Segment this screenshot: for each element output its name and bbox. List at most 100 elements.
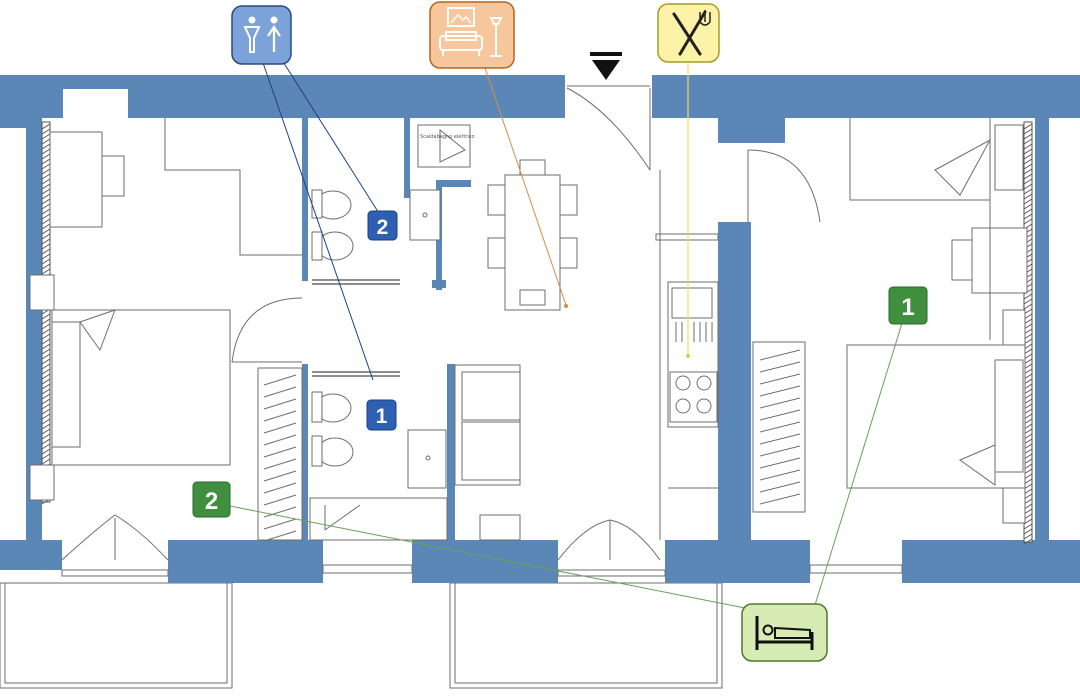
- hatch-line: [1023, 123, 1033, 130]
- hatch-line: [1023, 168, 1033, 175]
- bathroom-1-marker[interactable]: 1: [366, 399, 397, 431]
- hatch-line: [41, 168, 51, 175]
- bathroom-2: Scaldabagno elettrico: [311, 124, 475, 285]
- hatch-line: [263, 458, 297, 470]
- hatch-line: [1023, 173, 1033, 180]
- hatch-line: [1023, 153, 1033, 160]
- hatch-line: [263, 530, 297, 542]
- hatch-line: [41, 238, 51, 245]
- hatch-line: [41, 318, 51, 325]
- restroom-icon[interactable]: [231, 5, 292, 65]
- hatch-line: [1023, 138, 1033, 145]
- hatch-line: [41, 163, 51, 170]
- hatch-line: [41, 213, 51, 220]
- bedroom-1-furniture: [752, 118, 1028, 524]
- hatch-line: [1023, 143, 1033, 150]
- living-dining-furniture: [454, 159, 719, 541]
- hatch-line: [1023, 163, 1033, 170]
- hatch-line: [41, 408, 51, 415]
- bedroom-2-marker[interactable]: 2: [192, 481, 231, 518]
- hatch-line: [41, 398, 51, 405]
- bedroom-icon[interactable]: [741, 603, 828, 662]
- entrance-arrow: [592, 60, 620, 80]
- hatch-line: [1023, 303, 1033, 310]
- doors: [61, 85, 903, 577]
- hatch-line: [1023, 178, 1033, 185]
- hatch-line: [759, 385, 801, 397]
- hatch-line: [41, 198, 51, 205]
- hatch-line: [1023, 133, 1033, 140]
- hatch-line: [263, 422, 297, 434]
- hatch-line: [1023, 298, 1033, 305]
- hatch-line: [41, 433, 51, 440]
- hatch-line: [41, 138, 51, 145]
- hatch-line: [41, 393, 51, 400]
- hatch-line: [41, 268, 51, 275]
- living-room-icon[interactable]: [429, 1, 515, 69]
- boiler-label: Scaldabagno elettrico: [420, 134, 475, 140]
- hatch-line: [41, 158, 51, 165]
- hatch-line: [41, 383, 51, 390]
- hatch-line: [41, 368, 51, 375]
- hatch-line: [263, 470, 297, 482]
- hatch-line: [41, 153, 51, 160]
- hatch-line: [759, 361, 801, 373]
- hatch-line: [1023, 528, 1033, 535]
- hatch-line: [41, 343, 51, 350]
- hatch-line: [1023, 158, 1033, 165]
- hatch-line: [759, 433, 801, 445]
- hatch-line: [1023, 218, 1033, 225]
- hatch-line: [263, 482, 297, 494]
- hatch-line: [759, 445, 801, 457]
- bathroom-2-marker[interactable]: 2: [367, 210, 398, 241]
- hatch-line: [41, 203, 51, 210]
- bedroom-1-marker[interactable]: 1: [888, 286, 928, 325]
- hatch-line: [41, 263, 51, 270]
- hatch-line: [41, 458, 51, 465]
- hatch-line: [759, 409, 801, 421]
- hatch-line: [263, 506, 297, 518]
- hatch-line: [41, 403, 51, 410]
- hatch-line: [1023, 193, 1033, 200]
- hatch-line: [41, 208, 51, 215]
- hatch-line: [1023, 198, 1033, 205]
- hatch-line: [41, 418, 51, 425]
- hatch-line: [41, 388, 51, 395]
- hatch-line: [263, 410, 297, 422]
- entrance-bar: [590, 52, 622, 56]
- hatch-line: [41, 423, 51, 430]
- hatch-line: [41, 228, 51, 235]
- hatch-line: [41, 128, 51, 135]
- hatch-line: [41, 348, 51, 355]
- hatch-line: [1023, 213, 1033, 220]
- hatch-line: [263, 386, 297, 398]
- hatch-line: [41, 313, 51, 320]
- hatch-line: [263, 374, 297, 386]
- hatch-line: [41, 188, 51, 195]
- hatch-line: [759, 421, 801, 433]
- hatch-line: [1023, 293, 1033, 300]
- bedroom-2-number: 2: [205, 488, 218, 515]
- hatch-line: [1023, 183, 1033, 190]
- hatch-line: [41, 133, 51, 140]
- balconies: [0, 582, 723, 689]
- hatch-line: [41, 328, 51, 335]
- hatch-line: [1023, 523, 1033, 530]
- hatch-line: [759, 397, 801, 409]
- hatch-line: [759, 349, 801, 361]
- bathroom-1-number: 1: [376, 405, 388, 428]
- hatch-line: [41, 358, 51, 365]
- hatch-line: [41, 148, 51, 155]
- hatch-line: [41, 258, 51, 265]
- hatch-line: [41, 243, 51, 250]
- dining-icon[interactable]: [657, 3, 720, 63]
- hatch-line: [41, 363, 51, 370]
- hatch-line: [41, 173, 51, 180]
- hatch-line: [41, 338, 51, 345]
- hatch-line: [1023, 538, 1033, 545]
- hatch-line: [1023, 203, 1033, 210]
- hatch-line: [759, 457, 801, 469]
- hatch-line: [41, 143, 51, 150]
- hatch-line: [41, 233, 51, 240]
- hatch-line: [263, 518, 297, 530]
